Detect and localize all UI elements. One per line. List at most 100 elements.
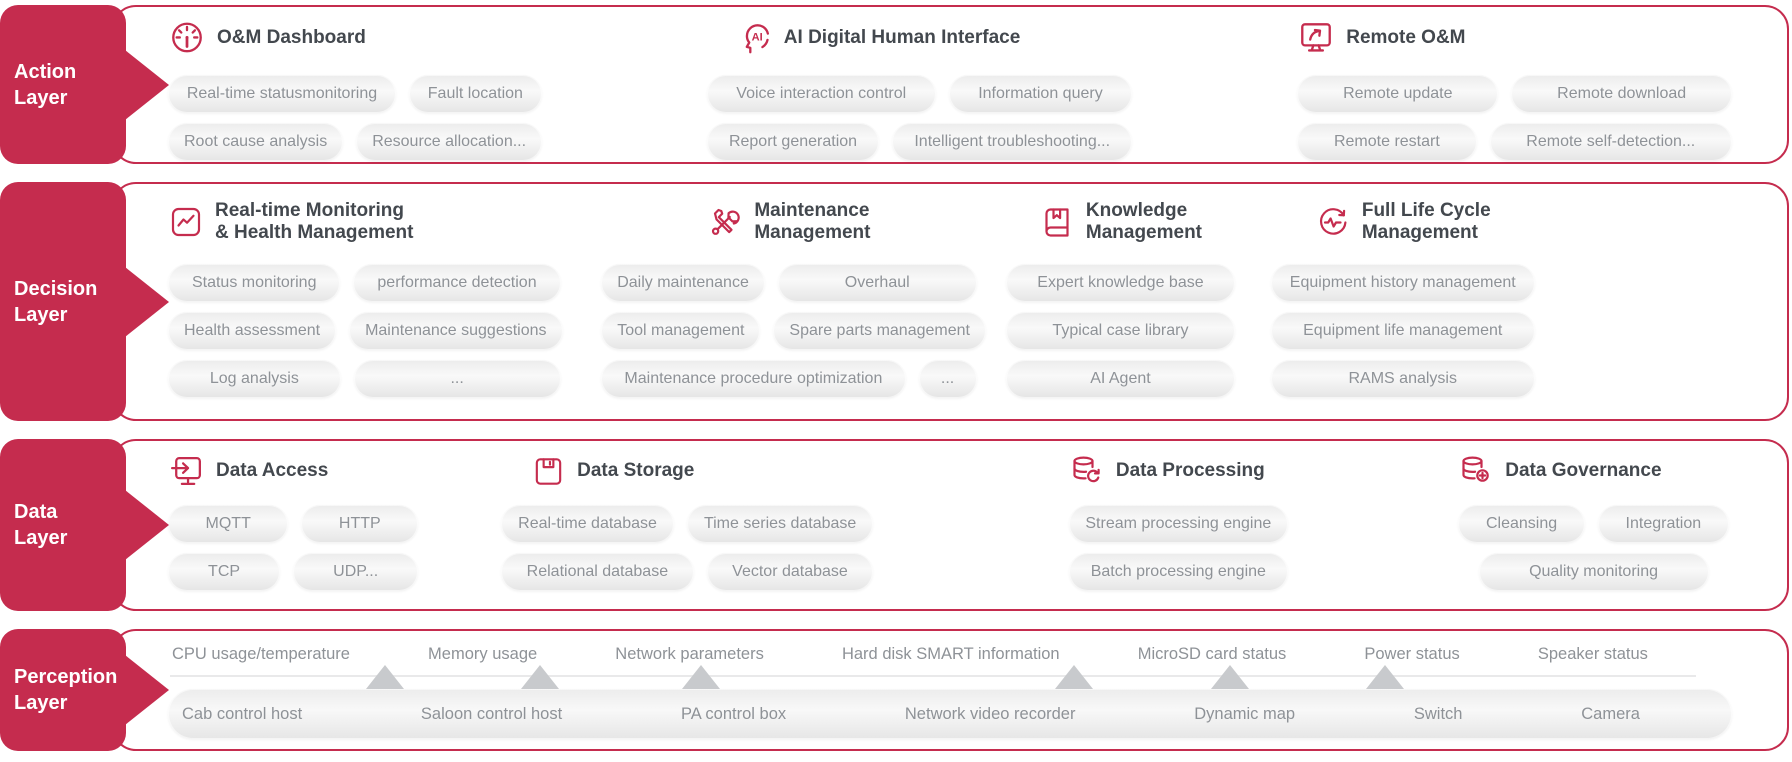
feature-pill: Remote self-detection... bbox=[1489, 123, 1732, 161]
feature-pill: Resource allocation... bbox=[356, 123, 543, 161]
section-knowledge-management: Knowledge Management Expert knowledge ba… bbox=[1006, 194, 1235, 421]
device-label: PA control box bbox=[680, 704, 787, 723]
section-title-line: Real-time Monitoring bbox=[215, 200, 404, 222]
feature-pill: performance detection bbox=[353, 264, 561, 302]
section-title: AI Digital Human Interface bbox=[783, 27, 1021, 49]
tab-label-line: Layer bbox=[14, 86, 68, 109]
data-layer: Data Layer Data Access MQTT HTTP TCP UDP… bbox=[0, 439, 1792, 611]
feature-pill: Stream processing engine bbox=[1068, 505, 1288, 543]
tab-label-line: Perception bbox=[14, 666, 118, 688]
section-header: Remote O&M bbox=[1297, 15, 1732, 61]
pill-row: Log analysis ... bbox=[168, 360, 561, 398]
feature-pill: RAMS analysis bbox=[1270, 360, 1535, 398]
tools-icon bbox=[712, 208, 741, 235]
remote-monitor-icon bbox=[1301, 23, 1332, 52]
pill-row: Root cause analysis Resource allocation.… bbox=[168, 123, 543, 161]
tab-label-line: Decision bbox=[14, 277, 98, 300]
section-remote-om: Remote O&M Remote update Remote download… bbox=[1297, 15, 1732, 164]
section-title: Remote O&M bbox=[1346, 27, 1466, 49]
device-label: Dynamic map bbox=[1194, 704, 1296, 723]
section-title: Maintenance Management bbox=[754, 200, 870, 244]
decision-layer-tab: Decision Layer bbox=[0, 182, 169, 421]
feature-pill: ... bbox=[918, 360, 977, 398]
feature-pill: Tool management bbox=[601, 312, 761, 350]
feature-pill: Status monitoring bbox=[168, 264, 341, 302]
svg-text:AI: AI bbox=[751, 32, 762, 44]
feature-pill: Time series database bbox=[686, 505, 874, 543]
parameter-label: Power status bbox=[1364, 645, 1460, 663]
parameter-label: Hard disk SMART information bbox=[841, 645, 1060, 663]
lifecycle-icon bbox=[1319, 208, 1347, 235]
parameter-label: Memory usage bbox=[428, 645, 538, 663]
section-title: Real-time Monitoring & Health Management bbox=[215, 200, 413, 244]
pill-row: Health assessment Maintenance suggestion… bbox=[168, 312, 563, 350]
action-layer-content: O&M Dashboard Real-time statusmonitoring… bbox=[168, 5, 1732, 164]
feature-pill: AI Agent bbox=[1006, 360, 1235, 398]
pill-row: Relational database Vector database bbox=[501, 553, 874, 591]
parameter-label: MicroSD card status bbox=[1137, 645, 1287, 663]
book-icon bbox=[1045, 208, 1069, 237]
decision-layer: Decision Layer Real-time Monitoring & He… bbox=[0, 182, 1792, 421]
processing-icon bbox=[1073, 456, 1101, 483]
feature-pill: Overhaul bbox=[777, 264, 977, 302]
pill-row: Cleansing Integration bbox=[1458, 505, 1729, 543]
pill-row: Status monitoring performance detection bbox=[168, 264, 561, 302]
section-title-line: Knowledge bbox=[1085, 200, 1188, 222]
data-layer-content: Data Access MQTT HTTP TCP UDP... Data St… bbox=[168, 439, 1732, 611]
section-header: O&M Dashboard bbox=[168, 15, 542, 61]
feature-pill: Health assessment bbox=[168, 312, 337, 350]
feature-pill: Remote download bbox=[1511, 75, 1732, 113]
perception-layer-content: CPU usage/temperature Memory usage Netwo… bbox=[168, 629, 1732, 751]
up-triangle-icon bbox=[1365, 665, 1404, 689]
pill-row: Real-time statusmonitoring Fault locatio… bbox=[168, 75, 542, 113]
feature-pill: Expert knowledge base bbox=[1006, 264, 1235, 302]
line-chart-icon bbox=[171, 207, 201, 237]
pill-row: Daily maintenance Overhaul bbox=[601, 264, 977, 302]
section-header: Knowledge Management bbox=[1006, 194, 1234, 250]
section-title-line: Maintenance bbox=[754, 200, 870, 222]
section-title-line: Management bbox=[754, 222, 871, 243]
section-header: Data Access bbox=[168, 449, 418, 493]
section-om-dashboard: O&M Dashboard Real-time statusmonitoring… bbox=[168, 15, 543, 164]
device-bar: Cab control host Saloon control host PA … bbox=[168, 689, 1732, 739]
section-monitoring-health: Real-time Monitoring & Health Management… bbox=[168, 194, 563, 421]
feature-pill: Daily maintenance bbox=[601, 264, 765, 302]
connector-strip bbox=[168, 665, 1732, 689]
tab-label-line: Layer bbox=[14, 527, 68, 549]
section-data-governance: Data Governance Cleansing Integration Qu… bbox=[1458, 449, 1729, 611]
feature-pill: Real-time statusmonitoring bbox=[168, 75, 396, 113]
pill-row: Remote restart Remote self-detection... bbox=[1297, 123, 1732, 161]
parameter-label: Speaker status bbox=[1537, 645, 1648, 663]
section-full-life-cycle: Full Life Cycle Management Equipment his… bbox=[1270, 194, 1535, 421]
tab-label-line: Layer bbox=[14, 692, 68, 714]
gauge-icon bbox=[172, 22, 202, 53]
section-title: Data Processing bbox=[1115, 460, 1265, 482]
feature-pill: Typical case library bbox=[1006, 312, 1235, 350]
up-triangle-icon bbox=[521, 665, 560, 689]
parameter-label: Network parameters bbox=[615, 645, 764, 663]
section-maintenance-management: Maintenance Management Daily maintenance… bbox=[601, 194, 986, 421]
section-title: Data Governance bbox=[1505, 460, 1662, 482]
section-data-processing: Data Processing Stream processing engine… bbox=[1068, 449, 1288, 611]
section-title: Data Storage bbox=[577, 460, 695, 482]
section-header: AI AI Digital Human Interface bbox=[707, 15, 1132, 61]
section-header: Data Processing bbox=[1069, 449, 1288, 493]
feature-pill: TCP bbox=[168, 553, 281, 591]
up-triangle-icon bbox=[1054, 665, 1093, 689]
pill-row: Report generation Intelligent troublesho… bbox=[706, 123, 1133, 161]
feature-pill: Relational database bbox=[501, 553, 694, 591]
section-header: Real-time Monitoring & Health Management bbox=[168, 194, 561, 250]
feature-pill: Maintenance procedure optimization bbox=[601, 360, 906, 398]
section-title-line: Management bbox=[1085, 222, 1203, 243]
feature-pill: Integration bbox=[1597, 505, 1729, 543]
section-title: Knowledge Management bbox=[1086, 200, 1202, 244]
feature-pill: Cleansing bbox=[1458, 505, 1585, 543]
feature-pill: HTTP bbox=[301, 505, 419, 543]
section-title-line: & Health Management bbox=[215, 222, 414, 243]
tab-label-line: Action bbox=[14, 60, 77, 83]
up-triangle-icon bbox=[682, 665, 721, 689]
up-triangle-icon bbox=[366, 665, 405, 689]
feature-pill: Remote restart bbox=[1297, 123, 1477, 161]
storage-icon bbox=[535, 457, 562, 485]
